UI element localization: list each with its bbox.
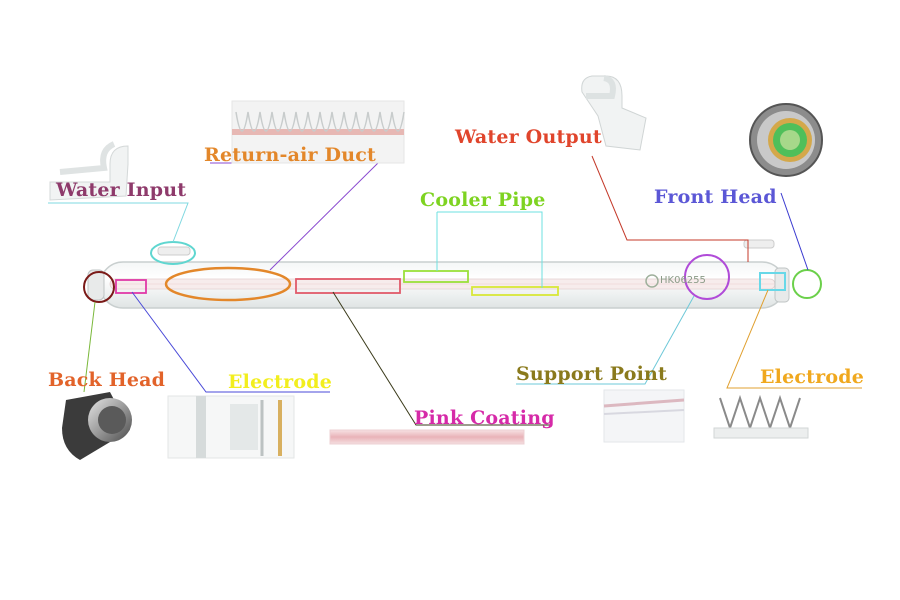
water-output-leader [591,155,749,262]
support-point-leader [516,295,695,385]
support-point-photo [603,389,685,443]
cooler-pipe-label: Cooler Pipe [420,189,546,211]
water-output-nozzle [743,239,775,249]
water-output-label: Water Output [455,126,602,148]
back-tube-cap [87,269,105,301]
electrode-right-highlight [759,272,786,291]
return-air-duct-highlight [164,266,292,302]
front-head-photo [749,103,823,177]
return-air-duct-label: Return-air Duct [204,144,376,166]
electrode-right-label: Electrode [760,366,864,388]
electrode-right-photo [713,394,809,439]
electrode-right-leader [726,289,862,389]
electrode-left-leader [131,291,330,393]
return-air-duct-leader [210,162,380,271]
back-head-label: Back Head [48,369,166,391]
tube-logo-icon [645,274,659,288]
cooler-pipe-leader-right [437,211,543,288]
front-head-leader [780,192,809,271]
pink-coating-label: Pink Coating [414,407,555,429]
water-input-label: Water Input [56,179,187,201]
back-head-leader [83,301,96,393]
cooler-pipe-highlight-right [471,286,559,296]
electrode-left-photo [167,395,295,459]
pink-coating-highlight [295,278,401,294]
back-head-photo [62,392,132,460]
water-input-photo [49,141,129,201]
support-point-highlight [684,254,730,300]
return-air-duct-photo [231,100,405,164]
cooler-pipe-highlight-left [403,270,469,283]
back-head-highlight [83,271,115,303]
tube-marking: HK06255 [660,275,706,286]
pink-coating-photo [329,429,525,445]
front-head-highlight [792,269,822,299]
water-input-nozzle [157,246,191,256]
water-input-leader [48,202,189,243]
water-output-photo [581,75,647,151]
electrode-left-highlight [115,279,147,294]
front-head-label: Front Head [654,186,777,208]
pink-coating-leader [332,291,552,426]
electrode-left-label: Electrode [228,371,332,393]
support-point-label: Support Point [516,363,668,385]
